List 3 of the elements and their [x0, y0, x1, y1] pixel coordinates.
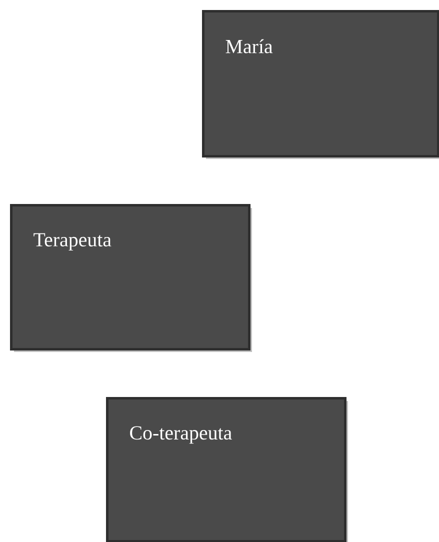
- person-box: Terapeuta: [10, 204, 252, 352]
- person-box: Co-terapeuta: [106, 397, 348, 542]
- person-box: María: [202, 10, 439, 159]
